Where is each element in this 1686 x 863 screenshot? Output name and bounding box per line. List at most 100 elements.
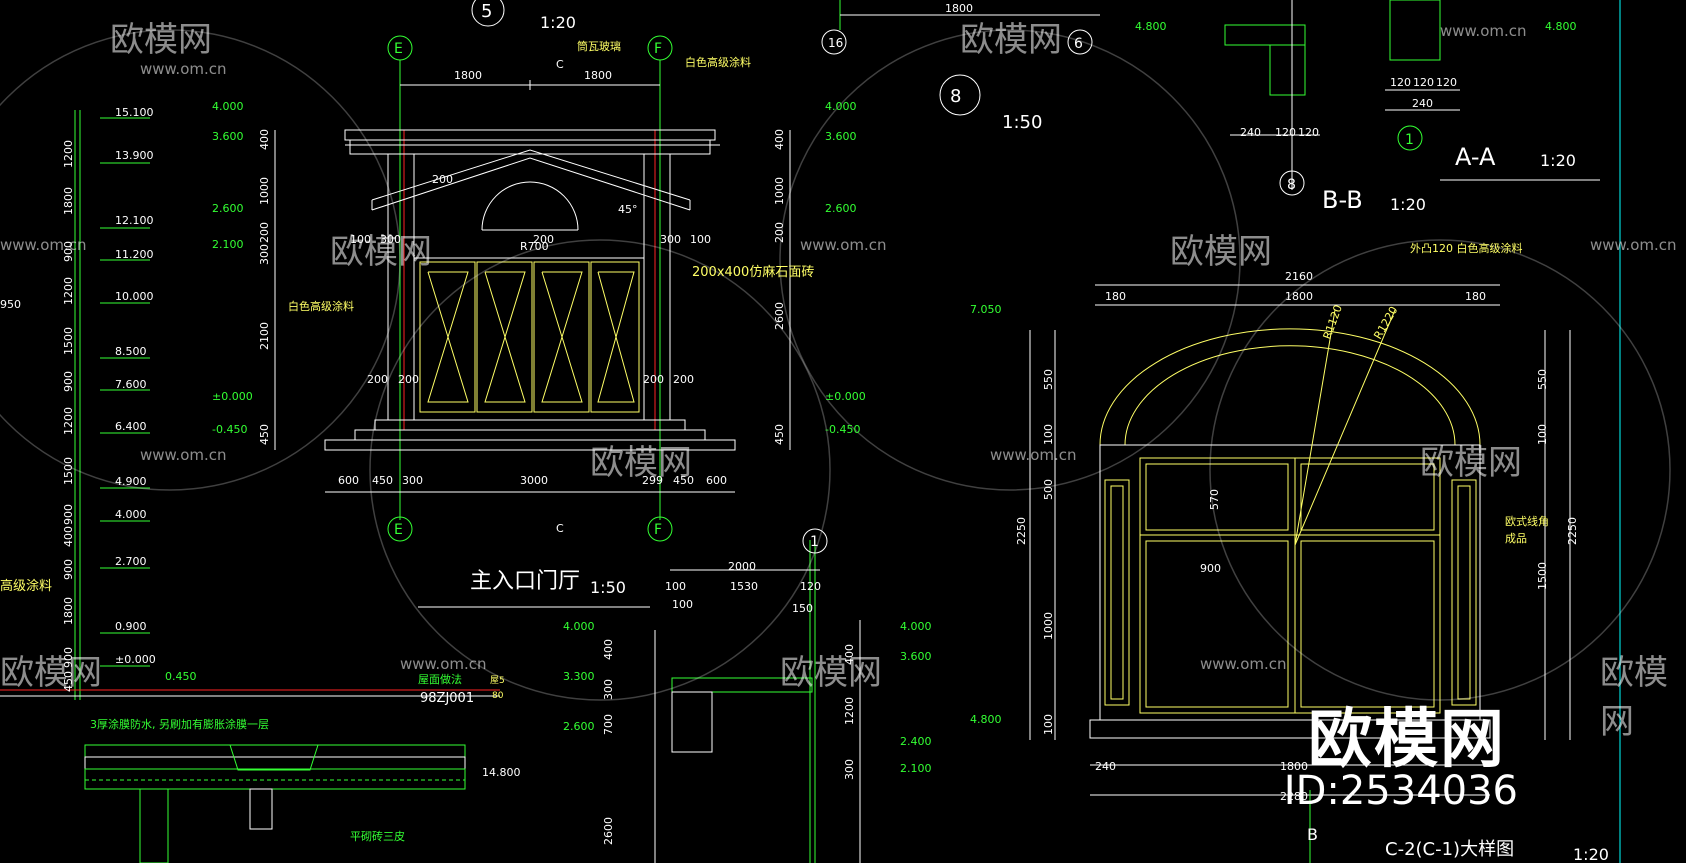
watermark-brand-5: 欧模网	[590, 443, 692, 483]
entrance-left-levels-3: 2.100	[212, 238, 244, 251]
top-strip-mark2: 6	[1074, 36, 1083, 52]
watermark-site-6: www.om.cn	[140, 446, 227, 464]
leftcol-levels-3: 11.200	[115, 248, 154, 261]
wall-top-dims-3: 120	[800, 580, 821, 593]
entrance-left-vdims-3: 300	[258, 244, 271, 265]
wall-left-levels-1: 3.300	[563, 670, 595, 683]
top-strip-mark: 16	[828, 36, 843, 50]
window-bottom-dim-2280: 2280	[1280, 790, 1308, 803]
bb-dim-1: 240	[1240, 126, 1261, 139]
wall-right-levels-0: 4.000	[900, 620, 932, 633]
entrance-right-levels-4: -0.450	[825, 423, 860, 436]
aa-dim-1: 120	[1390, 76, 1411, 89]
window-note-top: 外凸120 白色高级涂料	[1410, 241, 1523, 255]
aa-dim-4: 240	[1412, 97, 1433, 110]
watermark-brand-2: 欧模网	[960, 20, 1062, 60]
leftcol-dims-13: 450	[62, 671, 75, 692]
top-dim-2: 1800	[584, 69, 612, 82]
top-strip-dim: 1800	[945, 2, 973, 15]
entrance-left-vdims-2: 200	[258, 222, 271, 243]
window-section-mark: B	[1307, 825, 1318, 844]
leftcol-dims-8: 900	[62, 504, 75, 525]
aa-title: A-A	[1455, 143, 1496, 171]
leftcol-levels-5: 8.500	[115, 345, 147, 358]
section-mark-c-top: C	[556, 58, 564, 71]
entrance-right-levels-0: 4.000	[825, 100, 857, 113]
wall-left-vdims-2: 700	[602, 714, 615, 735]
window-scale: 1:20	[1573, 845, 1609, 863]
leftcol-levels-11: 0.900	[115, 620, 147, 633]
axis-e-bottom: E	[394, 522, 403, 538]
wall-top-dims-1: 100	[665, 580, 686, 593]
entrance-misc-1: 300	[380, 233, 401, 246]
roof-ref-mark: 屋5	[490, 675, 505, 686]
wall-top-dims-5: 150	[792, 602, 813, 615]
entrance-bottom-dims-5: 450	[673, 474, 694, 487]
window-bottom-dim-1800: 1800	[1280, 760, 1308, 773]
watermark-brand-7: 欧模网	[0, 653, 102, 693]
detail5-mark: 5	[481, 1, 492, 22]
window-dim-2160: 2160	[1285, 270, 1313, 283]
top-dim-1: 1800	[454, 69, 482, 82]
wall-top-dims-0: 2000	[728, 560, 756, 573]
aa-scale: 1:20	[1540, 151, 1576, 170]
watermark-site-5: www.om.cn	[1590, 236, 1677, 254]
wall-right-vdims-1: 1200	[843, 697, 856, 725]
bb-mark: 8	[1287, 177, 1296, 193]
entrance-misc-6: 200	[643, 373, 664, 386]
leftcol-levels-7: 6.400	[115, 420, 147, 433]
window-right-vdims-1: 100	[1536, 424, 1549, 445]
leftcol-dims-4: 1500	[62, 327, 75, 355]
watermark-site-8: www.om.cn	[400, 655, 487, 673]
entrance-misc-4: 200	[367, 373, 388, 386]
entrance-right-levels-1: 3.600	[825, 130, 857, 143]
entrance-bottom-dims-1: 450	[372, 474, 393, 487]
entrance-misc-8: R700	[520, 240, 549, 253]
entrance-left-vdims-1: 1000	[258, 177, 271, 205]
roof-ref-code: 98ZJ001	[420, 691, 474, 706]
entrance-left-vdims-4: 2100	[258, 322, 271, 350]
leftcol-levels-2: 12.100	[115, 214, 154, 227]
wall-left-levels-2: 2.600	[563, 720, 595, 733]
entrance-right-vdims-0: 400	[773, 129, 786, 150]
detail5-scale: 1:20	[540, 13, 576, 32]
wall-left-vdims-0: 300	[602, 679, 615, 700]
window-left-vdims-1: 100	[1042, 424, 1055, 445]
entrance-left-levels-2: 2.600	[212, 202, 244, 215]
watermark-site-4: www.om.cn	[800, 236, 887, 254]
leftcol-levels-0: 15.100	[115, 106, 154, 119]
aa-level: 4.800	[1545, 20, 1577, 33]
window-note-right2: 成品	[1505, 532, 1527, 545]
leftcol-levels-10: 2.700	[115, 555, 147, 568]
leftcol-levels-8: 4.900	[115, 475, 147, 488]
entrance-misc-0: 100	[350, 233, 371, 246]
entrance-right-vdims-3: 2600	[773, 302, 786, 330]
detail8-mark: 8	[950, 86, 961, 107]
bb-dim-2: 120	[1275, 126, 1296, 139]
watermark-big-brand: 欧模网	[1308, 703, 1506, 777]
entrance-left-levels-0: 4.000	[212, 100, 244, 113]
leftcol-note: 高级涂料	[0, 578, 52, 594]
window-right-vdims-2: 1500	[1536, 562, 1549, 590]
leftcol-levels-12: ±0.000	[115, 653, 156, 666]
window-radius-1: R1120	[1321, 303, 1345, 341]
leftcol-levels-6: 7.600	[115, 378, 147, 391]
window-right-vdims-3: 2250	[1566, 517, 1579, 545]
wall-left-vdims-1: 400	[602, 639, 615, 660]
wall-left-levels-0: 4.000	[563, 620, 595, 633]
entrance-bottom-dims-4: 299	[642, 474, 663, 487]
entrance-misc-3: 100	[690, 233, 711, 246]
note-white-paint-2: 白色高级涂料	[288, 299, 354, 313]
window-level-top: 7.050	[970, 303, 1002, 316]
wall-right-levels-2: 2.400	[900, 735, 932, 748]
entrance-left-levels-5: -0.450	[212, 423, 247, 436]
entrance-left-levels-1: 3.600	[212, 130, 244, 143]
roof-note-brick: 平砌砖三皮	[350, 829, 405, 843]
wall-right-levels-1: 3.600	[900, 650, 932, 663]
entrance-bottom-dims-0: 600	[338, 474, 359, 487]
entrance-left-vdims-0: 400	[258, 129, 271, 150]
wall-right-vdims-2: 300	[843, 759, 856, 780]
watermark-brand-4: 欧模网	[1170, 232, 1272, 272]
entrance-bottom-dims-2: 300	[402, 474, 423, 487]
